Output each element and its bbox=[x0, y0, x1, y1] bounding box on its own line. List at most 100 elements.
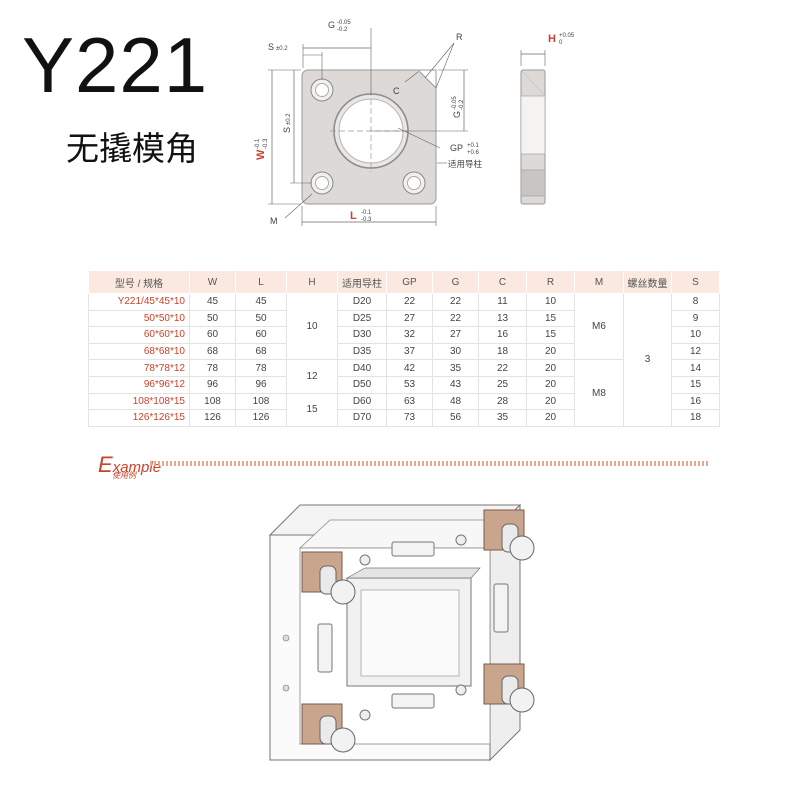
technical-drawing: G -0.05 -0.2 S ±0.2 R C G -0.05 -0.2 S ±… bbox=[255, 20, 575, 226]
dim-c-label: C bbox=[393, 86, 400, 96]
col-header: C bbox=[478, 270, 527, 294]
cell-w: 45 bbox=[189, 293, 236, 311]
cell-r: 20 bbox=[526, 359, 575, 377]
bolt-head bbox=[359, 554, 371, 566]
cell-w: 68 bbox=[189, 342, 236, 361]
cell-w: 96 bbox=[189, 375, 236, 394]
cell-l: 68 bbox=[235, 342, 287, 361]
slot-pad bbox=[391, 541, 435, 557]
cell-gp: 27 bbox=[386, 309, 433, 328]
slot-pad bbox=[493, 583, 509, 633]
product-subtitle: 无撬模角 bbox=[66, 129, 198, 168]
cell-l: 45 bbox=[235, 293, 287, 311]
svg-text:-0.3: -0.3 bbox=[263, 138, 269, 149]
dim-m-label: M bbox=[270, 216, 278, 226]
screw-hole bbox=[310, 171, 334, 195]
cell-l: 96 bbox=[235, 375, 287, 394]
cell-r: 20 bbox=[526, 409, 575, 427]
cell-l: 126 bbox=[235, 409, 287, 427]
dim-h-label: H bbox=[548, 33, 556, 45]
example-subheading: 使用例 bbox=[112, 471, 136, 480]
spec-table: 型号 / 规格 W L H 适用导柱 GP G C R M 螺丝数量 S Y22… bbox=[88, 270, 720, 427]
cell-l: 78 bbox=[235, 359, 287, 377]
svg-text:-0.05: -0.05 bbox=[452, 96, 458, 110]
cell-model: 126*126*15 bbox=[88, 409, 190, 427]
cell-w: 60 bbox=[189, 326, 236, 344]
table-row: 68*68*10 68 68 D35 37 30 18 20 12 bbox=[88, 342, 720, 361]
svg-text:±0.2: ±0.2 bbox=[276, 46, 288, 52]
cell-w: 50 bbox=[189, 309, 236, 328]
cell-gp: 73 bbox=[386, 409, 433, 427]
dim-gp-label: GP bbox=[450, 143, 463, 153]
cell-pin: D70 bbox=[337, 409, 387, 427]
cell-gp: 37 bbox=[386, 342, 433, 361]
cell-pin: D25 bbox=[337, 309, 387, 328]
dim-l-label: L bbox=[350, 210, 357, 222]
cell-l: 60 bbox=[235, 326, 287, 344]
cell-g: 30 bbox=[432, 342, 479, 361]
cell-gp: 22 bbox=[386, 293, 433, 311]
bolt-head bbox=[359, 709, 371, 721]
col-header: W bbox=[189, 270, 236, 294]
corner-block bbox=[483, 663, 535, 713]
cell-c: 25 bbox=[478, 375, 527, 394]
dim-r-label: R bbox=[456, 32, 463, 42]
example-heading: Example bbox=[98, 452, 162, 477]
cell-model: 68*68*10 bbox=[88, 342, 190, 361]
table-row: 50*50*10 50 50 D25 27 22 13 15 9 bbox=[88, 309, 720, 328]
cell-s: 8 bbox=[671, 293, 720, 311]
cell-h: 12 bbox=[286, 359, 338, 394]
cell-s: 15 bbox=[671, 375, 720, 394]
cell-s: 9 bbox=[671, 309, 720, 328]
cell-pin: D35 bbox=[337, 342, 387, 361]
svg-text:+0.1: +0.1 bbox=[467, 143, 480, 149]
cell-w: 108 bbox=[189, 392, 236, 411]
cell-model: 50*50*10 bbox=[88, 309, 190, 328]
cell-g: 22 bbox=[432, 309, 479, 328]
cell-h: 15 bbox=[286, 392, 338, 427]
cell-model: Y221/45*45*10 bbox=[88, 293, 190, 311]
col-header: H bbox=[286, 270, 338, 294]
cell-r: 20 bbox=[526, 392, 575, 411]
cell-s: 12 bbox=[671, 342, 720, 361]
cell-model: 78*78*12 bbox=[88, 359, 190, 377]
dim-s-label: S bbox=[268, 42, 274, 52]
svg-text:-0.3: -0.3 bbox=[361, 217, 372, 223]
cell-pin: D30 bbox=[337, 326, 387, 344]
cell-screw-count: 3 bbox=[623, 293, 672, 427]
cell-s: 18 bbox=[671, 409, 720, 427]
cell-l: 50 bbox=[235, 309, 287, 328]
screw-hole bbox=[310, 78, 334, 102]
cell-gp: 53 bbox=[386, 375, 433, 394]
cell-g: 43 bbox=[432, 375, 479, 394]
col-header: M bbox=[574, 270, 624, 294]
cell-model: 60*60*10 bbox=[88, 326, 190, 344]
cell-w: 78 bbox=[189, 359, 236, 377]
dim-g-label: G bbox=[328, 20, 335, 30]
example-illustration bbox=[268, 503, 535, 762]
cell-h: 10 bbox=[286, 292, 338, 361]
table-row: 60*60*10 60 60 D30 32 27 16 15 10 bbox=[88, 326, 720, 344]
table-header-row: 型号 / 规格 W L H 适用导柱 GP G C R M 螺丝数量 S bbox=[88, 270, 720, 294]
cell-g: 22 bbox=[432, 293, 479, 311]
col-header: 型号 / 规格 bbox=[88, 270, 190, 294]
dim-g-vertical-label: G bbox=[452, 111, 462, 118]
cell-gp: 63 bbox=[386, 392, 433, 411]
col-header: R bbox=[526, 270, 575, 294]
chamfer-corner bbox=[416, 69, 437, 90]
col-header: GP bbox=[386, 270, 433, 294]
corner-block bbox=[301, 551, 356, 605]
cell-c: 13 bbox=[478, 309, 527, 328]
col-header: S bbox=[671, 270, 720, 294]
cell-c: 35 bbox=[478, 409, 527, 427]
svg-text:±0.2: ±0.2 bbox=[286, 113, 292, 125]
cell-g: 48 bbox=[432, 392, 479, 411]
cell-r: 10 bbox=[526, 293, 575, 311]
cell-s: 16 bbox=[671, 392, 720, 411]
cell-m: M6 bbox=[574, 292, 624, 361]
cell-r: 20 bbox=[526, 342, 575, 361]
svg-text:-0.05: -0.05 bbox=[337, 20, 351, 26]
cell-pin: D60 bbox=[337, 392, 387, 411]
cell-w: 126 bbox=[189, 409, 236, 427]
cell-pin: D20 bbox=[337, 293, 387, 311]
